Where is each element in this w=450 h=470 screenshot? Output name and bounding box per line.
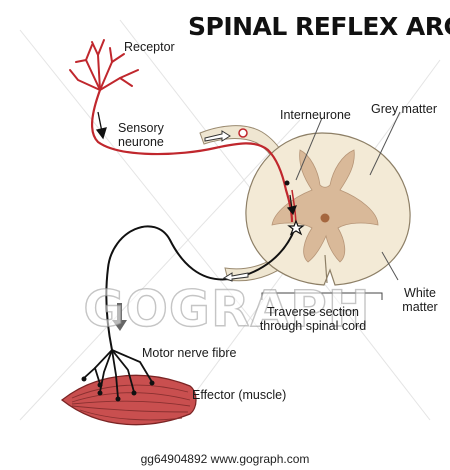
motor-nerve-label: Motor nerve fibre [142,346,237,360]
effector-muscle [60,374,197,426]
leader-lines [295,111,401,281]
watermark-text: GOGRAPH [83,279,371,338]
receptor-dendrites [69,39,139,91]
arrow-interneurone-down [286,194,297,216]
sensory-ganglion-cell [238,128,248,138]
sensory-label-line2: neurone [118,135,164,149]
motor-neurone-fibre [105,225,296,351]
sensory-neurone-label: Sensory neurone [118,121,164,149]
white-matter-line2: matter [402,300,438,314]
central-canal [320,213,330,223]
image-footer: gg64904892 www.gograph.com [140,452,310,466]
spinal-cord-grey-matter [271,149,379,263]
diagram-title: SPINAL REFLEX ARC [188,12,450,41]
interneurone-label: Interneurone [280,108,351,122]
anterior-fissure [324,254,328,284]
arrow-root-out [222,272,249,282]
motor-end-plates [81,376,155,402]
traverse-line1: Traverse section [267,305,359,319]
effector-label: Effector (muscle) [192,388,287,402]
sensory-label-line1: Sensory [118,121,164,135]
traverse-section-label: Traverse section through spinal cord [245,305,381,333]
motor-neurone-cell-body [287,219,305,236]
white-matter-line1: White [404,286,436,300]
traverse-section-bracket [261,292,383,300]
grey-matter-label: Grey matter [371,102,437,116]
arrow-sensory-down [95,111,107,140]
receptor-label: Receptor [124,40,175,54]
arrow-motor-down [112,303,127,331]
arrow-root-in [204,130,231,142]
interneurone-cell [284,180,290,186]
sensory-neurone-fibre [91,89,294,223]
motor-end-branches [83,349,153,399]
traverse-line2: through spinal cord [259,319,367,333]
white-matter-label: White matter [395,286,445,314]
